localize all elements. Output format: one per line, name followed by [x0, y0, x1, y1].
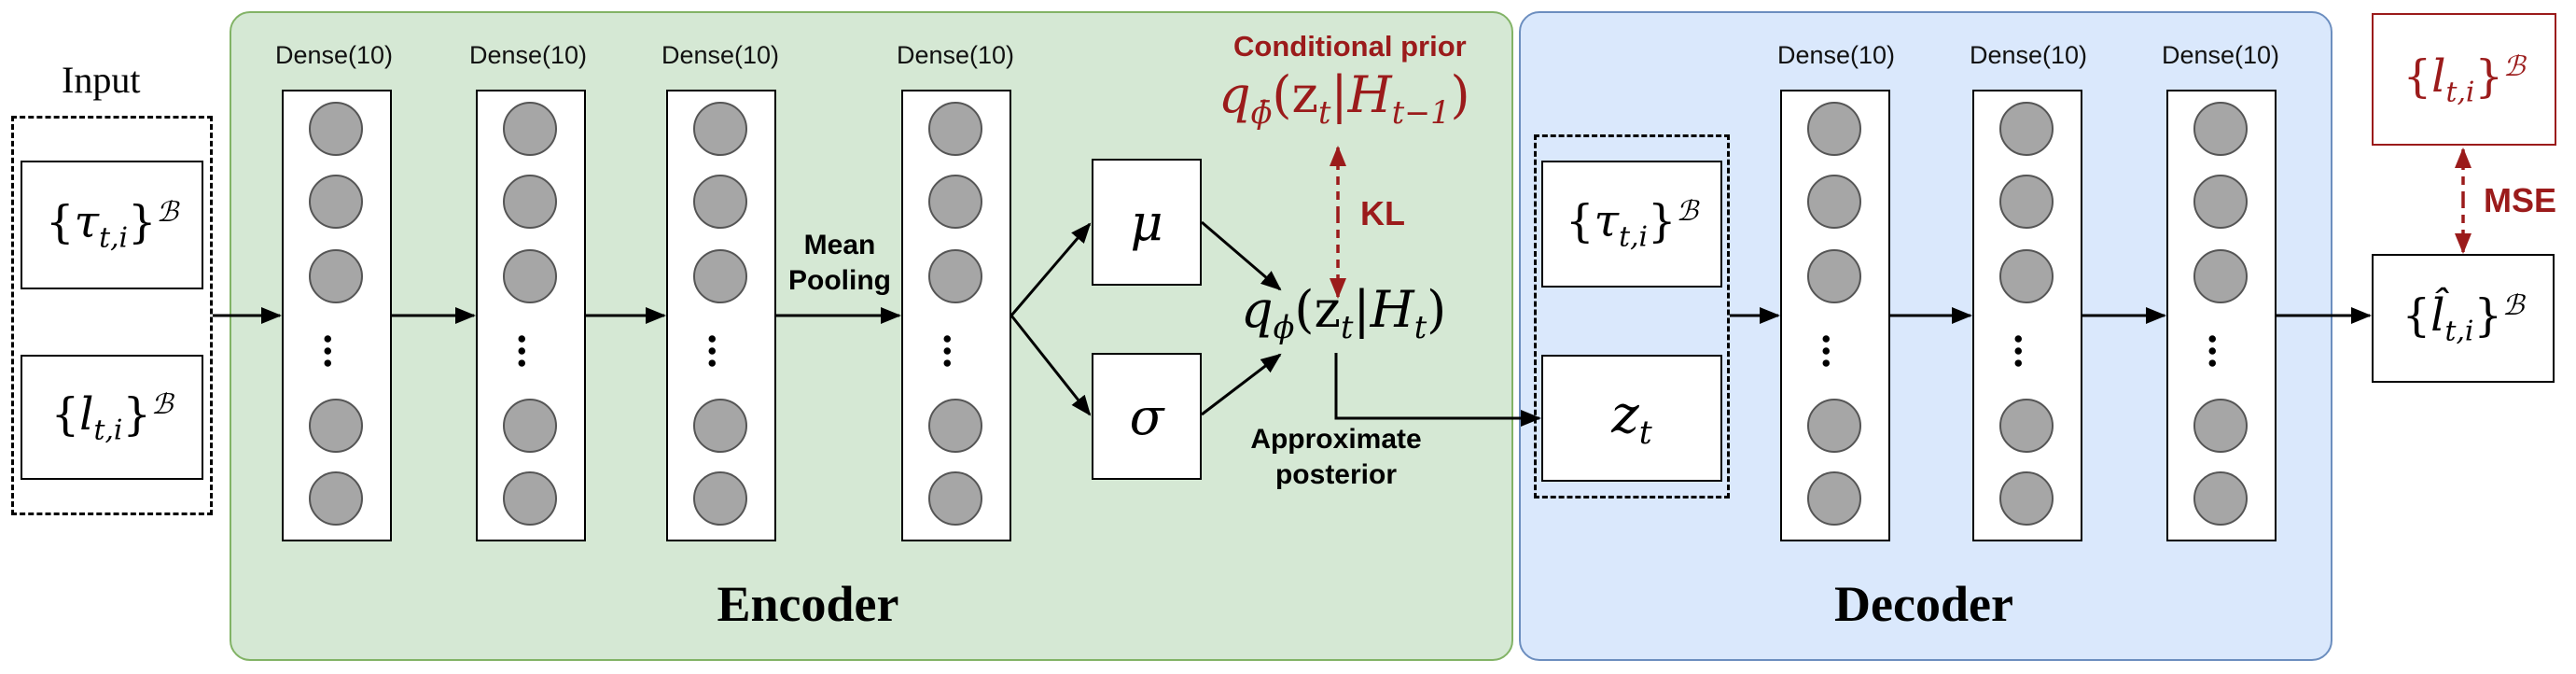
decoder-tau-set: {τt,i}ℬ	[1541, 161, 1722, 288]
approximate-posterior-caption: Approximate posterior	[1250, 424, 1422, 490]
input-group	[11, 116, 213, 515]
encoder-layer-3: …	[666, 90, 776, 541]
decoder-layer-2: …	[1972, 90, 2082, 541]
neuron	[928, 249, 982, 303]
neuron	[503, 249, 557, 303]
neuron	[928, 175, 982, 229]
neuron	[693, 175, 747, 229]
neuron	[503, 175, 557, 229]
encoder-layer-2-label: Dense(10)	[468, 41, 588, 69]
encoder-layer-4-label: Dense(10)	[896, 41, 1015, 69]
decoder-z-box: zt	[1541, 355, 1722, 482]
neuron	[1999, 399, 2054, 453]
mse-label: MSE	[2484, 181, 2557, 219]
decoder-title: Decoder	[1834, 576, 2013, 632]
neuron	[693, 471, 747, 526]
neuron	[928, 471, 982, 526]
output-prediction-expr: {l̂t,i}ℬ	[2402, 288, 2525, 348]
neuron	[693, 102, 747, 156]
decoder-tau-set-expr: {τt,i}ℬ	[1566, 194, 1698, 254]
mean-pooling-label: Mean Pooling	[788, 230, 891, 296]
neuron	[2193, 399, 2248, 453]
arrow-sigma-to-posterior	[1201, 353, 1282, 416]
decoder-layer-3-label: Dense(10)	[2161, 41, 2280, 69]
neuron	[1807, 102, 1861, 156]
neuron	[693, 399, 747, 453]
neuron	[309, 175, 363, 229]
decoder-layer-2-label: Dense(10)	[1969, 41, 2088, 69]
input-label: Input	[62, 59, 141, 101]
ellipsis-dots: …	[935, 332, 979, 370]
arrow-enc4-to-sigma	[1010, 315, 1092, 416]
ellipsis-dots: …	[315, 332, 359, 370]
neuron	[2193, 471, 2248, 526]
encoder-layer-1: …	[282, 90, 392, 541]
decoder-layer-3: …	[2166, 90, 2277, 541]
arrow-mu-to-posterior	[1201, 220, 1282, 291]
neuron	[1807, 175, 1861, 229]
ellipsis-dots: …	[509, 332, 553, 370]
decoder-layer-1-label: Dense(10)	[1776, 41, 1896, 69]
ellipsis-dots: …	[700, 332, 744, 370]
neuron	[1999, 249, 2054, 303]
neuron	[2193, 102, 2248, 156]
sigma-box: σ	[1092, 353, 1202, 480]
input-tau-set: {τt,i}ℬ	[21, 161, 203, 289]
encoder-layer-2: …	[476, 90, 586, 541]
neuron	[309, 399, 363, 453]
input-l-set: {lt,i}ℬ	[21, 355, 203, 480]
conditional-prior-expr: qϕ̄(zt|Ht−1)	[1218, 65, 1470, 131]
neuron	[693, 249, 747, 303]
neuron	[503, 102, 557, 156]
ellipsis-dots: …	[2200, 332, 2244, 370]
neuron	[1999, 102, 2054, 156]
neuron	[503, 399, 557, 453]
arrow-enc4-to-mu	[1010, 222, 1092, 316]
output-target-expr: {lt,i}ℬ	[2402, 49, 2526, 109]
neuron	[503, 471, 557, 526]
neuron	[309, 471, 363, 526]
neuron	[928, 399, 982, 453]
encoder-layer-4: …	[901, 90, 1011, 541]
neuron	[1807, 399, 1861, 453]
arrow-posterior-to-z	[1334, 353, 1541, 427]
kl-label: KL	[1360, 194, 1405, 232]
ellipsis-dots: …	[2006, 332, 2050, 370]
approximate-posterior-expr: qϕ(zt|Ht)	[1241, 280, 1447, 345]
input-l-set-expr: {lt,i}ℬ	[50, 387, 174, 447]
neuron	[1807, 249, 1861, 303]
input-tau-set-expr: {τt,i}ℬ	[46, 195, 178, 255]
neuron	[2193, 249, 2248, 303]
output-prediction-box: {l̂t,i}ℬ	[2372, 254, 2555, 383]
encoder-title: Encoder	[717, 576, 899, 632]
neuron	[928, 102, 982, 156]
encoder-pane	[230, 11, 1513, 661]
neuron	[309, 102, 363, 156]
neuron	[1807, 471, 1861, 526]
neuron	[2193, 175, 2248, 229]
conditional-prior-caption: Conditional prior	[1233, 30, 1467, 63]
neuron	[309, 249, 363, 303]
decoder-layer-1: …	[1780, 90, 1890, 541]
encoder-layer-3-label: Dense(10)	[661, 41, 780, 69]
neuron	[1999, 471, 2054, 526]
neuron	[1999, 175, 2054, 229]
ellipsis-dots: …	[1814, 332, 1858, 370]
output-target-box: {lt,i}ℬ	[2372, 13, 2556, 146]
mu-box: μ	[1092, 159, 1202, 286]
encoder-layer-1-label: Dense(10)	[274, 41, 394, 69]
decoder-input-group	[1534, 134, 1730, 498]
